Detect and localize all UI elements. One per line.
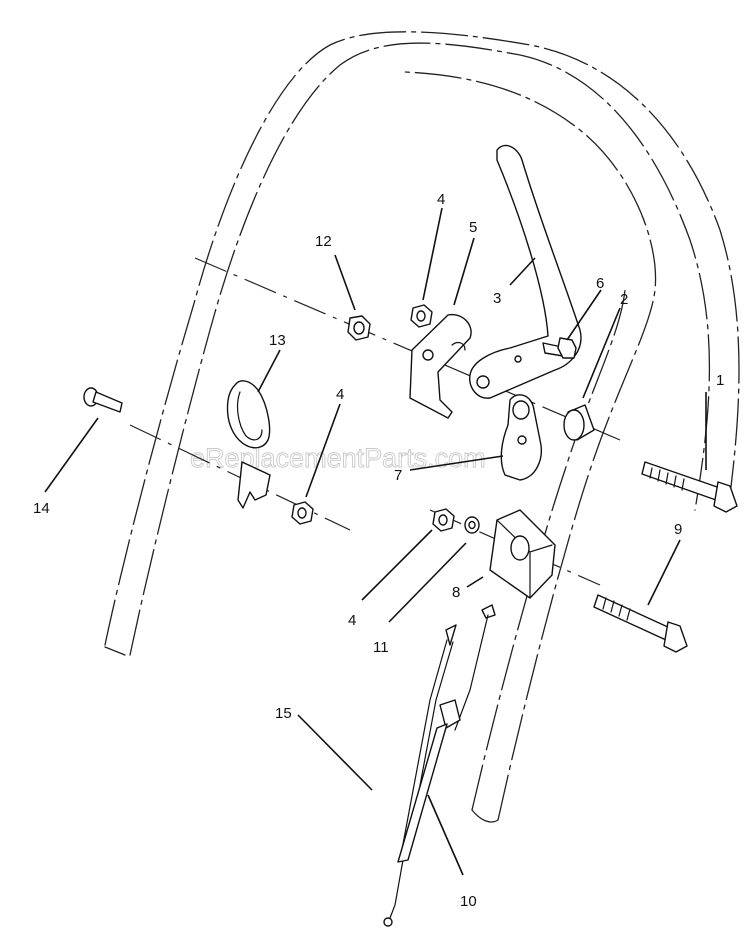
part-4-nut-upper	[410, 304, 433, 328]
part-12-nut	[347, 315, 371, 341]
part-9-bolt	[593, 594, 688, 653]
watermark: eReplacementParts.com	[190, 443, 486, 473]
leader-lines	[44, 207, 707, 876]
callout-6: 6	[596, 275, 604, 292]
callout-12: 12	[315, 233, 332, 250]
callout-14: 14	[33, 500, 50, 517]
callout-7: 7	[394, 467, 402, 484]
part-2-spacer	[563, 404, 595, 441]
callout-3: 3	[493, 290, 501, 307]
part-4-nut-lower	[432, 508, 455, 532]
part-7-cam	[500, 394, 542, 481]
part-5-plate	[409, 313, 472, 419]
part-3-lever	[469, 144, 582, 399]
part-15-cable	[383, 624, 457, 927]
callout-9: 9	[674, 521, 682, 538]
callout-4-lower: 4	[348, 612, 356, 629]
callout-2: 2	[620, 291, 628, 308]
part-6-bolt	[542, 337, 577, 359]
part-4-nut-left	[291, 501, 314, 525]
callout-5: 5	[469, 219, 477, 236]
part-13-bracket	[226, 380, 271, 509]
callout-15: 15	[275, 705, 292, 722]
part-11-washer	[464, 516, 480, 534]
callout-11: 11	[373, 639, 389, 656]
callout-13: 13	[269, 332, 286, 349]
callout-4-upper: 4	[437, 191, 445, 208]
callout-labels: 1 2 3 4 4 4 5 6 7 8 9 10 11 12 13 14 15	[33, 191, 724, 910]
callout-1: 1	[716, 372, 724, 389]
part-1-bolt	[641, 461, 738, 513]
callout-8: 8	[452, 584, 460, 601]
part-14-bolt	[83, 387, 123, 413]
callout-10: 10	[460, 893, 477, 910]
callout-4-left: 4	[336, 386, 344, 403]
part-10-cable	[397, 604, 496, 863]
handle-outline	[104, 31, 740, 823]
part-8-clamp	[489, 509, 556, 599]
